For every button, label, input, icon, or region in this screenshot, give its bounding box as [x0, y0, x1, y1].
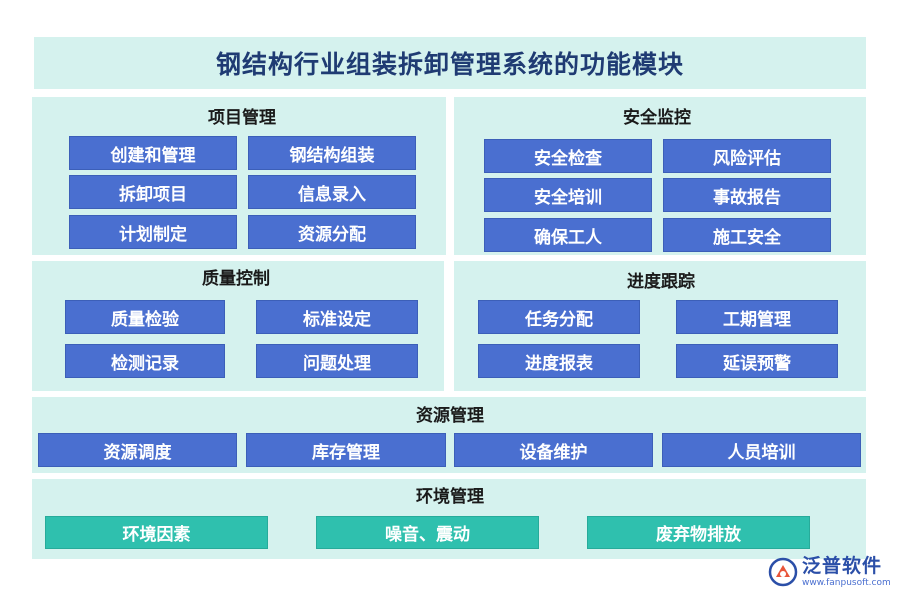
module-box: 施工安全: [663, 218, 831, 252]
module-box: 安全检查: [484, 139, 652, 173]
logo-name: 泛普软件: [802, 554, 883, 577]
module-box: 问题处理: [256, 344, 418, 378]
module-box: 安全培训: [484, 178, 652, 212]
panel-quality-control: 质量控制 质量检验 标准设定 检测记录 问题处理: [32, 261, 444, 391]
panel-environment-management: 环境管理 环境因素 噪音、震动 废弃物排放: [32, 479, 866, 559]
module-box: 人员培训: [662, 433, 861, 467]
module-box: 钢结构组装: [248, 136, 416, 170]
panel-project-management: 项目管理 创建和管理 钢结构组装 拆卸项目 信息录入 计划制定 资源分配: [32, 97, 446, 255]
section-title-resource: 资源管理: [416, 406, 484, 426]
module-box: 计划制定: [69, 215, 237, 249]
panel-progress-tracking: 进度跟踪 任务分配 工期管理 进度报表 延误预警: [454, 261, 866, 391]
section-title-environment: 环境管理: [416, 487, 484, 507]
module-box: 创建和管理: [69, 136, 237, 170]
panel-safety-monitoring: 安全监控 安全检查 风险评估 安全培训 事故报告 确保工人 施工安全: [454, 97, 866, 255]
module-box: 资源分配: [248, 215, 416, 249]
module-box: 任务分配: [478, 300, 640, 334]
module-box: 废弃物排放: [587, 516, 810, 549]
diagram-title-bar: 钢结构行业组装拆卸管理系统的功能模块: [34, 37, 866, 89]
module-box: 库存管理: [246, 433, 446, 467]
module-box: 环境因素: [45, 516, 268, 549]
module-box: 标准设定: [256, 300, 418, 334]
panel-resource-management: 资源管理 资源调度 库存管理 设备维护 人员培训: [32, 397, 866, 473]
module-box: 拆卸项目: [69, 175, 237, 209]
section-title-progress: 进度跟踪: [627, 272, 695, 292]
module-box: 资源调度: [38, 433, 237, 467]
logo-url: www.fanpusoft.com: [802, 577, 891, 588]
diagram-title: 钢结构行业组装拆卸管理系统的功能模块: [215, 50, 684, 79]
module-box: 风险评估: [663, 139, 831, 173]
section-title-project: 项目管理: [208, 108, 276, 128]
section-title-safety: 安全监控: [623, 108, 691, 128]
module-box: 进度报表: [478, 344, 640, 378]
section-title-quality: 质量控制: [202, 269, 270, 289]
module-box: 信息录入: [248, 175, 416, 209]
module-box: 工期管理: [676, 300, 838, 334]
module-box: 噪音、震动: [316, 516, 539, 549]
module-box: 设备维护: [454, 433, 653, 467]
module-box: 质量检验: [65, 300, 225, 334]
fanpu-logo-icon: [768, 557, 798, 587]
module-box: 延误预警: [676, 344, 838, 378]
module-box: 事故报告: [663, 178, 831, 212]
module-box: 确保工人: [484, 218, 652, 252]
module-box: 检测记录: [65, 344, 225, 378]
brand-logo: 泛普软件 www.fanpusoft.com: [768, 550, 894, 594]
